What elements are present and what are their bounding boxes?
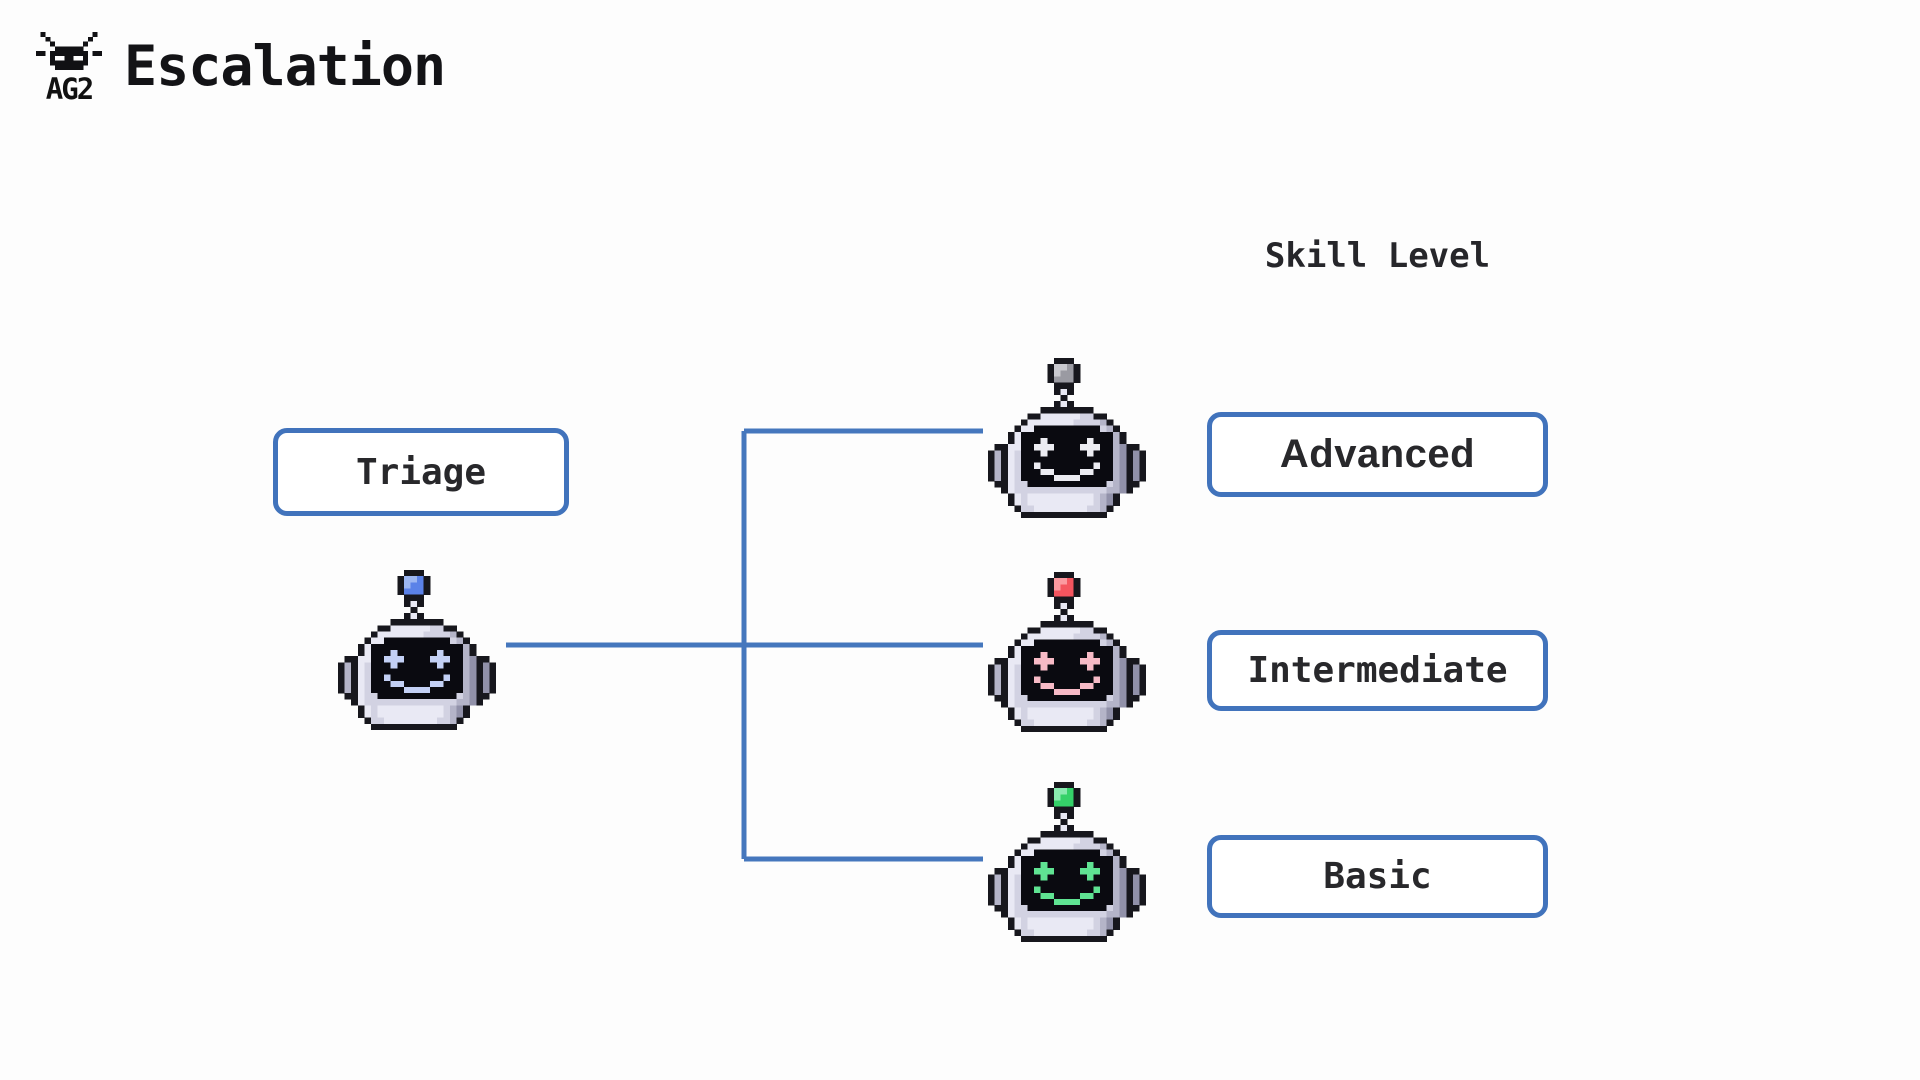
advanced-level-box: Advanced	[1207, 412, 1548, 497]
intermediate-agent-robot-icon	[988, 572, 1146, 732]
basic-level-box: Basic	[1207, 835, 1548, 918]
ag2-logo: AG2	[36, 32, 103, 106]
triage-agent-robot-icon	[338, 570, 496, 730]
triage-node-label: Triage	[355, 451, 487, 493]
intermediate-level-label: Intermediate	[1247, 650, 1508, 691]
skill-level-header: Skill Level	[1264, 236, 1491, 276]
ag2-logo-text: AG2	[45, 72, 94, 106]
advanced-agent-robot-icon	[988, 358, 1146, 518]
basic-level-label: Basic	[1323, 856, 1432, 897]
page-title: Escalation	[124, 34, 446, 98]
triage-node-box: Triage	[273, 428, 569, 516]
ag2-robot-icon	[36, 32, 103, 71]
intermediate-level-box: Intermediate	[1207, 630, 1548, 711]
advanced-level-label: Advanced	[1279, 432, 1476, 476]
basic-agent-robot-icon	[988, 782, 1146, 942]
